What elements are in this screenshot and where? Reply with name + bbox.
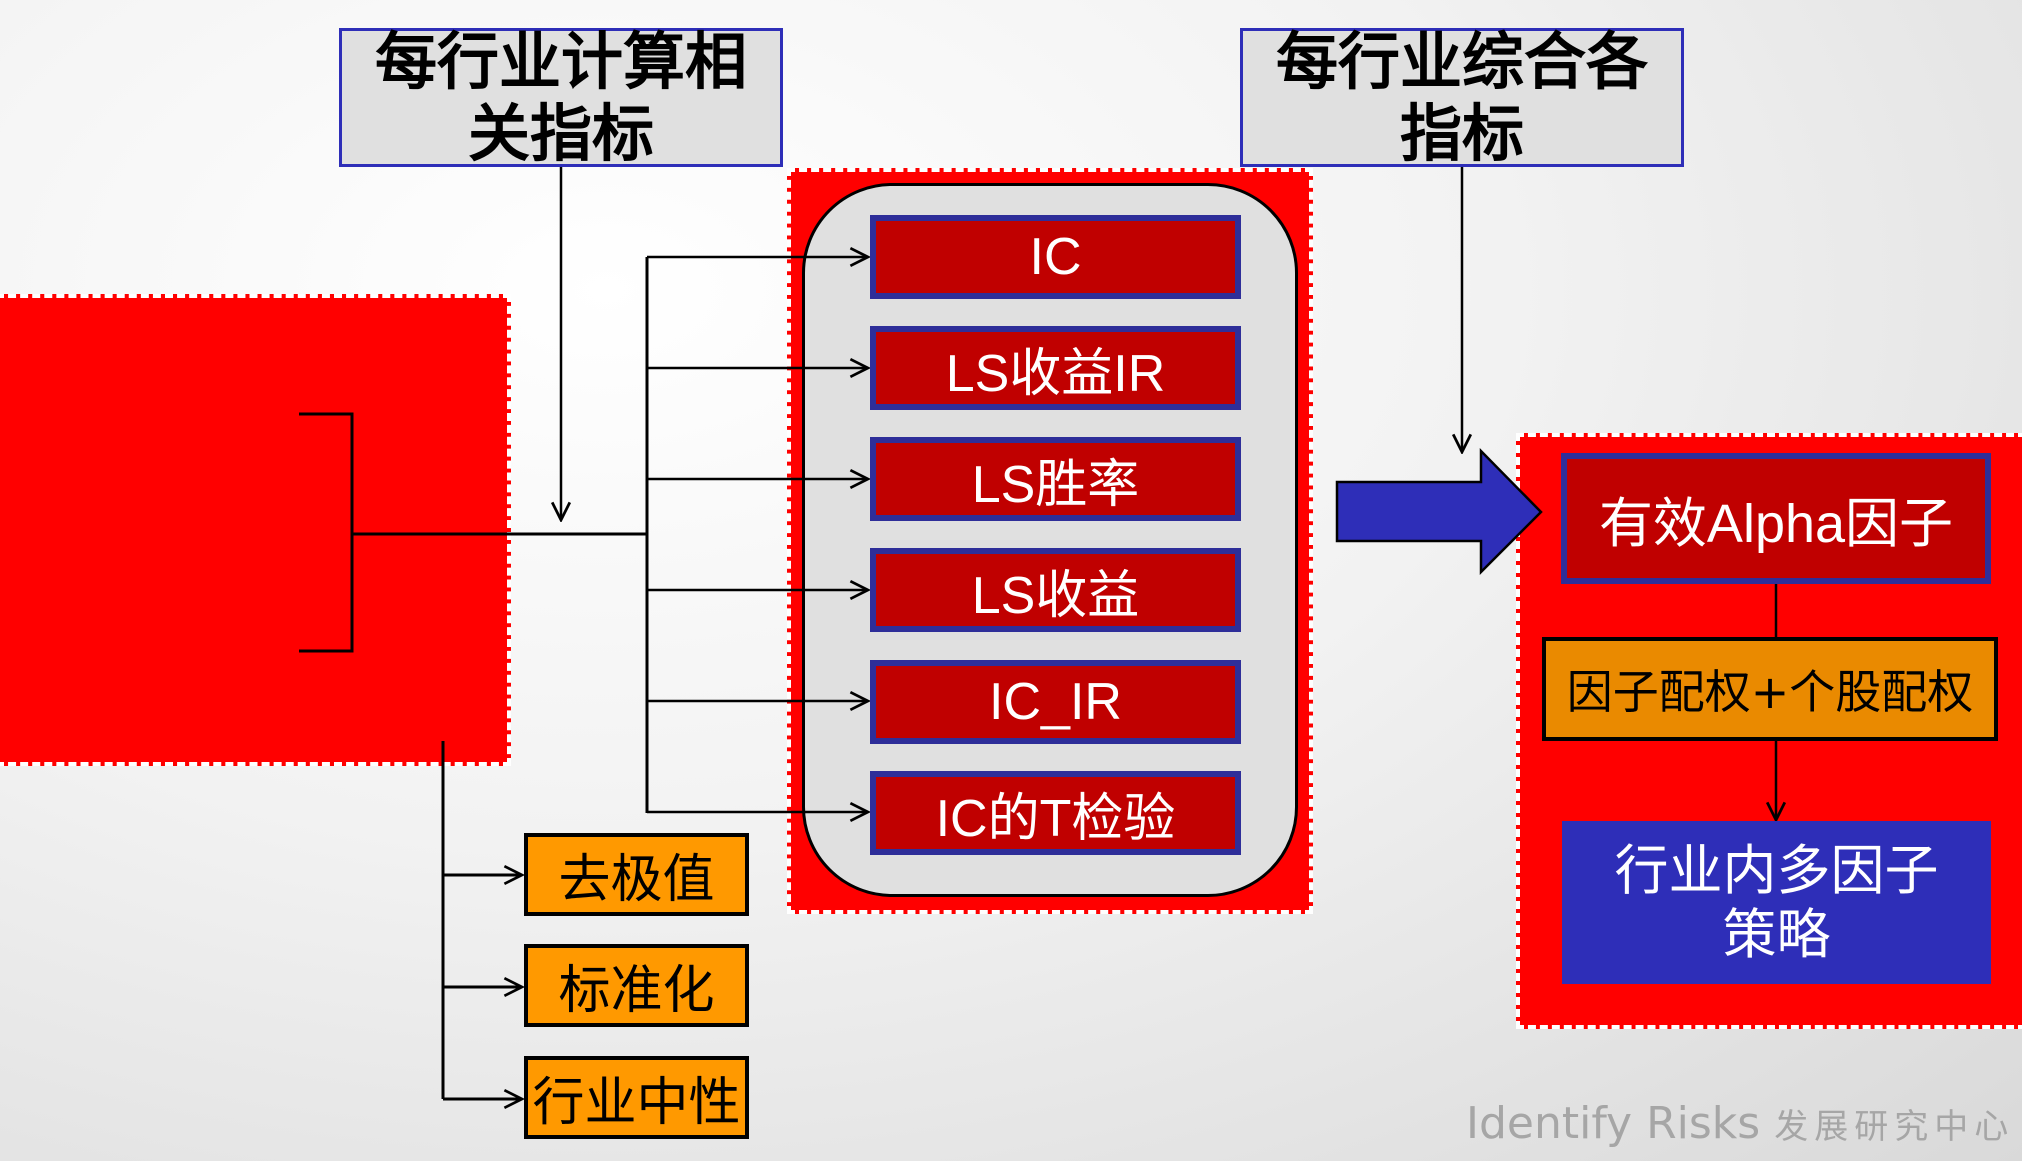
watermark: Identify Risks 发展研究中心	[1466, 1098, 2014, 1149]
metric-box-ic-t-test: IC的T检验	[870, 771, 1241, 855]
bracket-line	[299, 412, 354, 653]
combine-metrics-label: 每行业综合各指标	[1240, 25, 1684, 169]
big-right-arrow-icon	[1335, 447, 1543, 576]
watermark-en: Identify Risks	[1466, 1098, 1761, 1149]
metric-box-ls-return: LS收益	[870, 548, 1241, 632]
effective-alpha-factor-box: 有效Alpha因子	[1561, 453, 1991, 584]
preprocess-standardize: 标准化	[524, 944, 749, 1027]
metric-box-ic-ir: IC_IR	[870, 660, 1241, 744]
metric-box-ls-win-rate: LS胜率	[870, 437, 1241, 521]
factor-source-box	[0, 294, 511, 766]
watermark-cn: 发展研究中心	[1774, 1107, 2015, 1147]
intra-industry-multifactor-strategy-box: 行业内多因子策略	[1562, 821, 1991, 984]
metric-box-ic: IC	[870, 215, 1241, 299]
factor-stock-weighting-box: 因子配权+个股配权	[1542, 637, 1998, 741]
preprocess-winsorize: 去极值	[524, 833, 749, 916]
preprocess-industry-neutral: 行业中性	[524, 1056, 749, 1139]
metric-box-ls-return-ir: LS收益IR	[870, 326, 1241, 410]
calc-metrics-label: 每行业计算相关指标	[339, 25, 783, 169]
